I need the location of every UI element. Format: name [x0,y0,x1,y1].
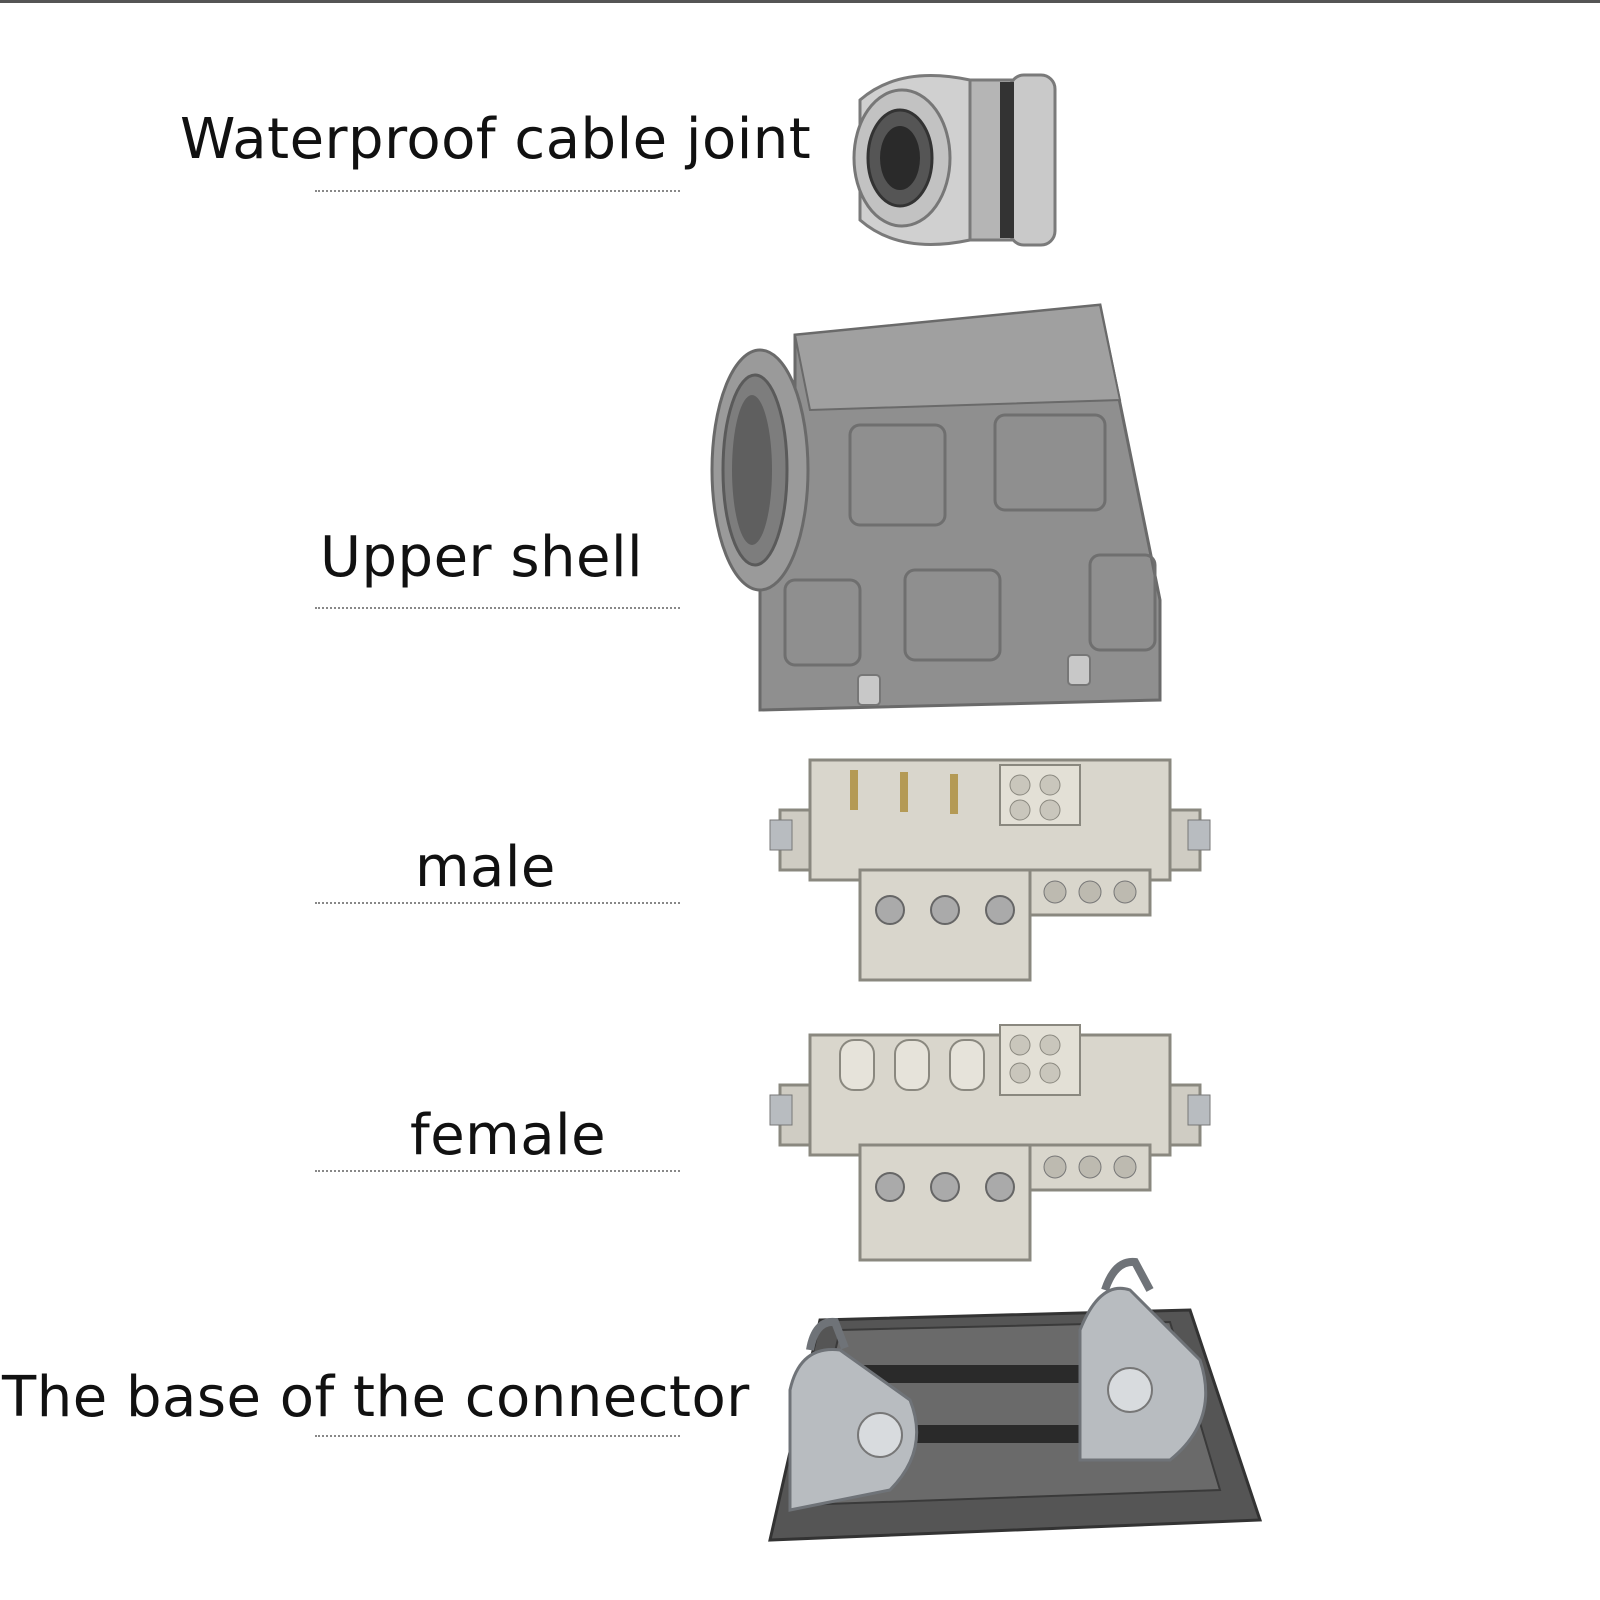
label-female: female [410,1103,607,1168]
leader-cable-joint [315,190,680,192]
leader-upper-shell [315,607,680,609]
female-insert-icon [769,1024,1211,1262]
label-upper-shell: Upper shell [320,525,644,590]
male-insert-icon [769,758,1211,982]
top-rule [0,0,1600,3]
leader-female [315,1170,680,1172]
cable-gland-icon [852,73,1057,247]
leader-male [315,902,680,904]
connector-hood-icon [710,303,1162,712]
connector-base-icon [768,1257,1263,1542]
label-male: male [415,835,556,900]
label-cable-joint: Waterproof cable joint [180,107,812,172]
leader-connector-base [315,1435,680,1437]
label-connector-base: The base of the connector [2,1365,750,1430]
